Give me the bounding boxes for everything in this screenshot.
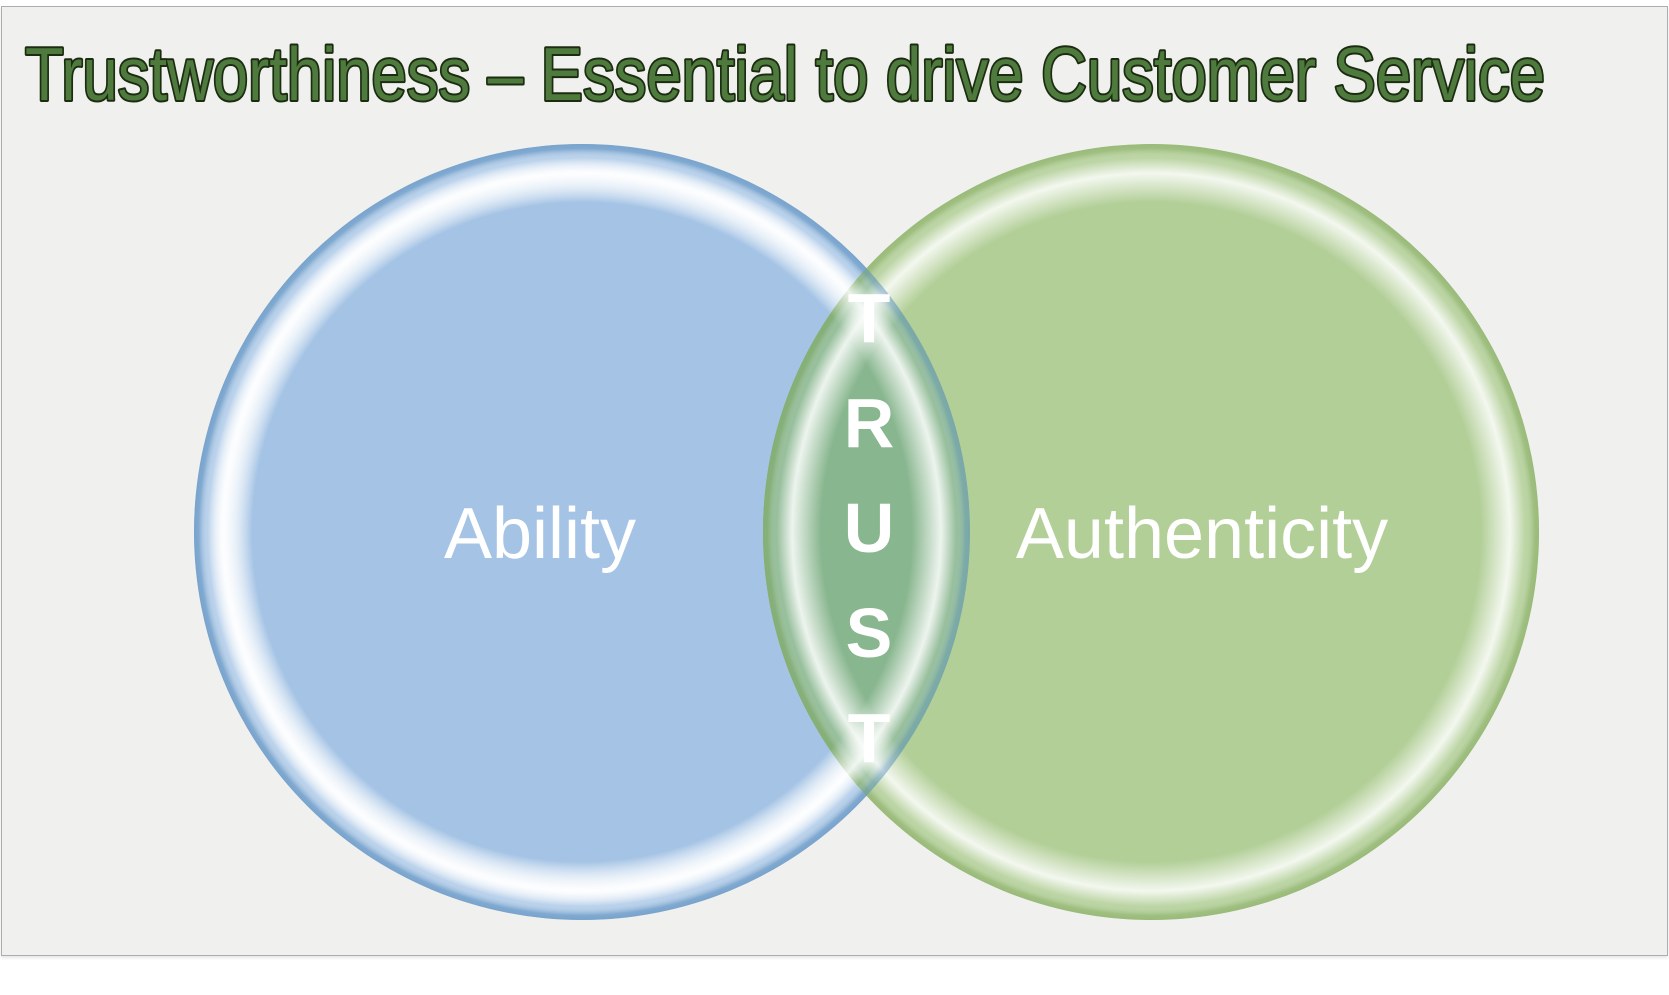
ability-label: Ability bbox=[444, 494, 636, 574]
trust-letter-5: T bbox=[848, 699, 891, 777]
trust-letter-3: U bbox=[844, 489, 895, 567]
trust-word: T R U S T bbox=[844, 279, 895, 777]
overlap-gloss-left bbox=[194, 144, 970, 920]
authenticity-label: Authenticity bbox=[1016, 494, 1388, 574]
venn-diagram: Trustworthiness – Essential to drive Cus… bbox=[23, 30, 1547, 920]
slide-title: Trustworthiness – Essential to drive Cus… bbox=[25, 32, 1545, 116]
trust-letter-1: T bbox=[848, 279, 891, 357]
trust-letter-4: S bbox=[846, 594, 893, 672]
authenticity-circle-gloss bbox=[763, 144, 1539, 920]
slide-canvas: Trustworthiness – Essential to drive Cus… bbox=[1, 6, 1668, 956]
trust-letter-2: R bbox=[844, 384, 895, 462]
